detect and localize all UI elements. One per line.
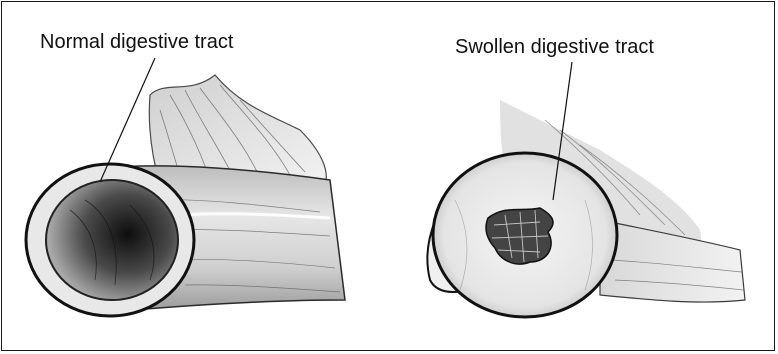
normal-leader-line (100, 58, 155, 182)
normal-tract-drawing (26, 75, 345, 316)
normal-tract-label: Normal digestive tract (40, 32, 233, 52)
swollen-tract-label: Swollen digestive tract (455, 37, 654, 57)
normal-tract-lumen (46, 180, 178, 300)
swollen-tract-drawing (427, 100, 745, 317)
